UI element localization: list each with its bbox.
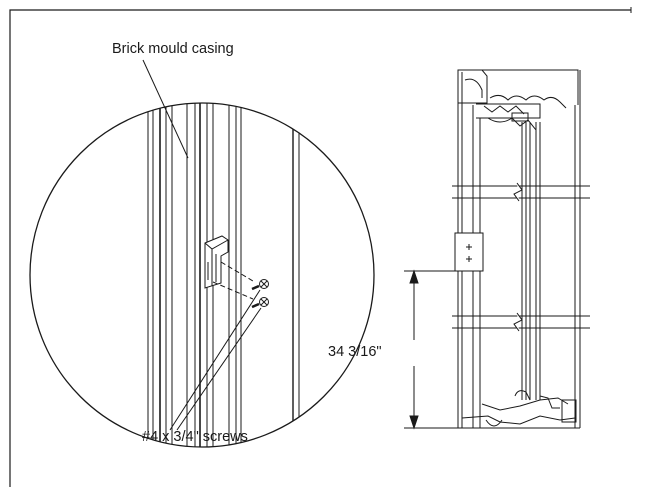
screws-label: #4 x 3/4" screws [142,429,248,445]
dimension-line [404,269,460,430]
brick-mould-casing-label: Brick mould casing [112,41,234,57]
casing-leader [142,59,189,159]
frame-border [9,9,631,487]
screws-leader [176,307,262,431]
clip-bracket [204,235,229,289]
alignment-dashes [212,261,254,300]
detail-circle [29,102,375,448]
screws-leader [169,289,261,431]
section-view [452,69,590,429]
detail-view [147,103,300,447]
dimension-label: 34 3/16" [328,344,382,360]
screw-icon [251,297,269,309]
screw-icon [251,279,269,291]
